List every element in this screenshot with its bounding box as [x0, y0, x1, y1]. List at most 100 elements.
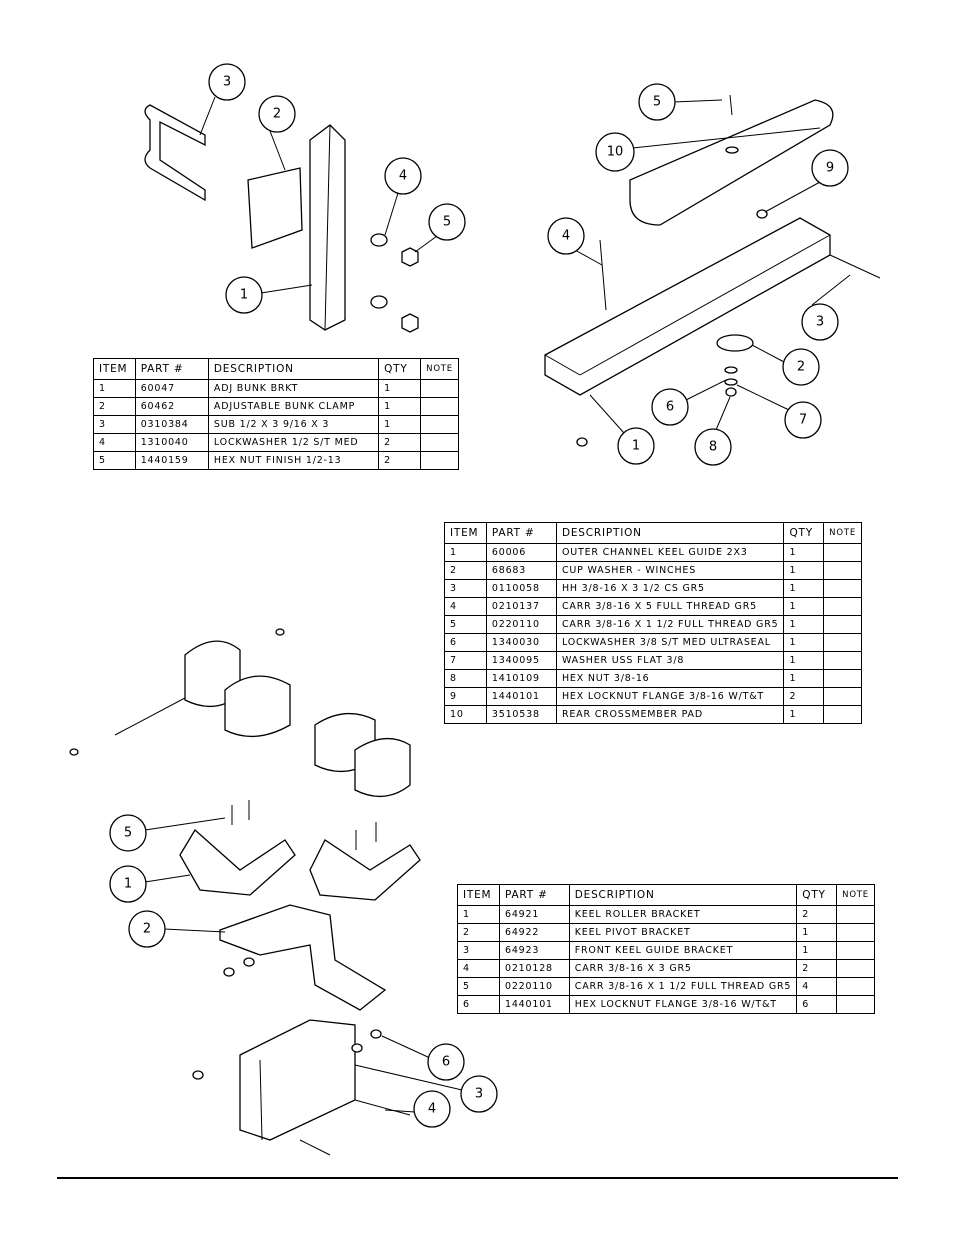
- callout-label: 2: [143, 922, 151, 937]
- table-cell: HEX LOCKNUT FLANGE 3/8-16 W/T&T: [555, 687, 785, 706]
- column-header: ITEM: [457, 884, 500, 906]
- table-cell: KEEL ROLLER BRACKET: [568, 905, 798, 924]
- table-cell: WASHER USS FLAT 3/8: [555, 651, 785, 670]
- table-cell: 4: [796, 977, 838, 996]
- table-cell: 1440159: [134, 451, 209, 470]
- column-header: PART #: [134, 358, 209, 380]
- table-cell: 64921: [498, 905, 570, 924]
- table-cell: 1: [783, 561, 825, 580]
- table-cell: 4: [444, 597, 487, 616]
- keel-pivot-bracket: [219, 904, 387, 1011]
- table-cell: 6: [457, 995, 500, 1014]
- lockwasher: [370, 233, 388, 247]
- table-cell: 0110058: [485, 579, 557, 598]
- table-cell: 1: [783, 669, 825, 688]
- callout-label: 4: [399, 169, 407, 184]
- table-cell: 1: [378, 415, 422, 434]
- callout-label: 8: [709, 440, 717, 455]
- callout-label: 2: [797, 360, 805, 375]
- callout-label: 3: [223, 75, 231, 90]
- table-cell: 1: [783, 579, 825, 598]
- table-cell: 1440101: [498, 995, 570, 1014]
- callout-label: 5: [124, 826, 132, 841]
- table-cell: 64923: [498, 941, 570, 960]
- bunk-clamp: [247, 167, 303, 249]
- callout-label: 1: [240, 288, 248, 303]
- table-cell: [420, 433, 459, 452]
- column-header: ITEM: [444, 522, 487, 544]
- table-cell: 0210128: [498, 959, 570, 978]
- callout-label: 6: [666, 400, 674, 415]
- table-cell: 7: [444, 651, 487, 670]
- table-cell: 1: [783, 633, 825, 652]
- column-header: PART #: [498, 884, 570, 906]
- table-cell: [823, 561, 862, 580]
- diagram-bunk-bracket: [144, 96, 438, 333]
- table-cell: 1: [783, 597, 825, 616]
- table-cell: 6: [796, 995, 838, 1014]
- table-cell: 3: [444, 579, 487, 598]
- table-cell: 1: [783, 543, 825, 562]
- table-cell: 1310040: [134, 433, 209, 452]
- table-cell: 5: [444, 615, 487, 634]
- table-cell: 1: [796, 923, 838, 942]
- table-cell: [823, 687, 862, 706]
- table-cell: CARR 3/8-16 X 3 GR5: [568, 959, 798, 978]
- table-cell: [836, 941, 875, 960]
- table-cell: [823, 633, 862, 652]
- table-cell: 60462: [134, 397, 209, 416]
- table-cell: 9: [444, 687, 487, 706]
- table-cell: LOCKWASHER 3/8 S/T MED ULTRASEAL: [555, 633, 785, 652]
- table-cell: [836, 995, 875, 1014]
- table-cell: [823, 705, 862, 724]
- callout-label: 5: [443, 215, 451, 230]
- callout-label: 4: [562, 229, 570, 244]
- table-cell: 1: [457, 905, 500, 924]
- table-cell: 2: [93, 397, 136, 416]
- table-cell: 2: [796, 959, 838, 978]
- table-cell: 64922: [498, 923, 570, 942]
- callout-label: 3: [475, 1087, 483, 1102]
- table-cell: 6: [444, 633, 487, 652]
- front-keel-guide-bracket: [239, 1019, 356, 1141]
- table-cell: CARR 3/8-16 X 5 FULL THREAD GR5: [555, 597, 785, 616]
- diagram-keel-rollers: [69, 628, 463, 1156]
- column-header: QTY: [783, 522, 825, 544]
- table-cell: [836, 977, 875, 996]
- table-cell: 0220110: [485, 615, 557, 634]
- table-cell: 2: [457, 923, 500, 942]
- footer-rule: [57, 1177, 898, 1179]
- table-cell: [836, 905, 875, 924]
- callouts-a: 3 2 4 5 1: [208, 63, 466, 314]
- keel-roller-bracket: [309, 839, 421, 901]
- table-cell: CARR 3/8-16 X 1 1/2 FULL THREAD GR5: [568, 977, 798, 996]
- table-cell: [823, 669, 862, 688]
- table-cell: HEX NUT 3/8-16: [555, 669, 785, 688]
- table-cell: 1: [796, 941, 838, 960]
- callout-label: 10: [607, 145, 624, 160]
- table-cell: 1440101: [485, 687, 557, 706]
- table-cell: ADJUSTABLE BUNK CLAMP: [207, 397, 380, 416]
- table-cell: 4: [457, 959, 500, 978]
- table-cell: 60047: [134, 379, 209, 398]
- table-cell: 2: [444, 561, 487, 580]
- hex-nut: [401, 247, 419, 267]
- callout-label: 2: [273, 107, 281, 122]
- table-cell: 1410109: [485, 669, 557, 688]
- table-cell: 5: [93, 451, 136, 470]
